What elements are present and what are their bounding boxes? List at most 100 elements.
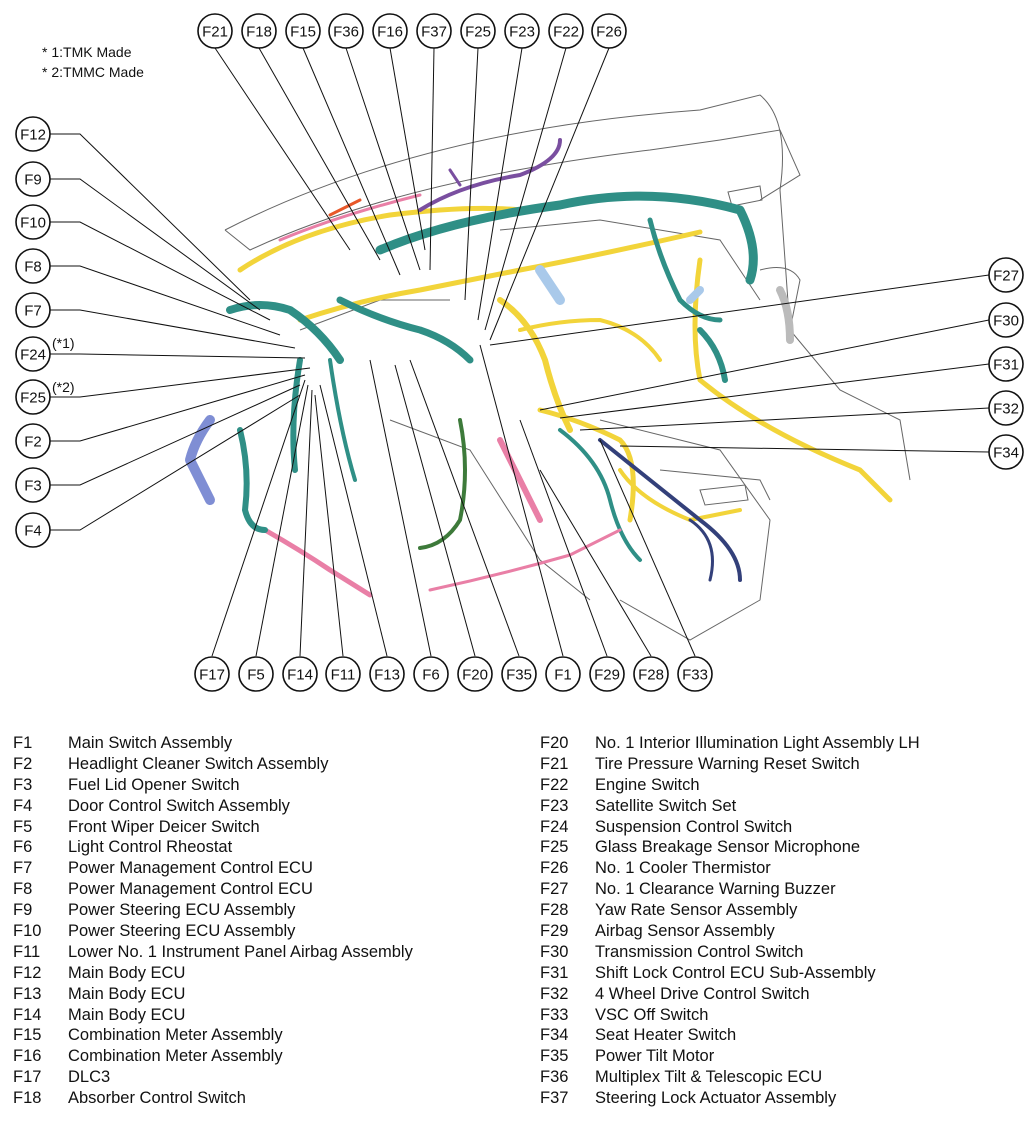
legend-code: F17 xyxy=(13,1068,42,1087)
legend-description: Power Steering ECU Assembly xyxy=(68,901,296,920)
callout-label: F27 xyxy=(993,268,1019,285)
callout-label: F23 xyxy=(509,24,535,41)
callout-label: F33 xyxy=(682,667,708,684)
callout-f20: F20 xyxy=(457,656,493,692)
legend-description: Headlight Cleaner Switch Assembly xyxy=(68,754,329,773)
callout-f36: F36 xyxy=(328,13,364,49)
legend-description: Shift Lock Control ECU Sub-Assembly xyxy=(595,963,876,982)
legend-code: F7 xyxy=(13,859,33,878)
callout-label: F25 xyxy=(465,24,491,41)
callout-f16: F16 xyxy=(372,13,408,49)
legend-description: Glass Breakage Sensor Microphone xyxy=(595,838,861,857)
legend-description: Main Body ECU xyxy=(68,984,186,1003)
callout-label: F10 xyxy=(20,215,46,232)
legend-code: F3 xyxy=(13,775,33,794)
legend-description: No. 1 Interior Illumination Light Assemb… xyxy=(595,734,920,752)
legend-code: F29 xyxy=(540,922,569,941)
callout-f18: F18 xyxy=(241,13,277,49)
callout-f14: F14 xyxy=(282,656,318,692)
callout-label: F5 xyxy=(247,667,265,684)
callout-label: F1 xyxy=(554,667,572,684)
callout-circle xyxy=(501,656,537,692)
callout-label: F4 xyxy=(24,523,42,540)
legend-code: F20 xyxy=(540,734,569,752)
legend-description: Tire Pressure Warning Reset Switch xyxy=(595,754,860,773)
legend-code: F8 xyxy=(13,880,33,899)
legend-description: Multiplex Tilt & Telescopic ECU xyxy=(595,1068,823,1087)
callout-label: F34 xyxy=(993,445,1019,462)
callout-label: F17 xyxy=(199,667,225,684)
wiring-harness-diagram: * 1:TMK Made * 2:TMMC Made xyxy=(15,13,1024,692)
callout-label: F8 xyxy=(24,259,42,276)
callout-f29: F29 xyxy=(589,656,625,692)
callout-circle xyxy=(241,13,277,49)
callout-circle xyxy=(591,13,627,49)
legend-description: Fuel Lid Opener Switch xyxy=(68,775,240,794)
callout-circle xyxy=(238,656,274,692)
callout-circle xyxy=(416,13,452,49)
callout-circle xyxy=(633,656,669,692)
callout-label: F32 xyxy=(993,401,1019,418)
note-tmk: * 1:TMK Made xyxy=(42,44,132,60)
callout-label: F25 xyxy=(20,390,46,407)
legend-description: Combination Meter Assembly xyxy=(68,1047,283,1066)
legend-description: Power Management Control ECU xyxy=(68,880,313,899)
callout-circle xyxy=(15,512,51,548)
legend-description: Suspension Control Switch xyxy=(595,817,793,836)
callout-circle xyxy=(988,434,1024,470)
callout-f8: F8 xyxy=(15,248,51,284)
callout-f5: F5 xyxy=(238,656,274,692)
legend-right: F20 No. 1 Interior Illumination Light Ass… xyxy=(540,733,1030,1109)
callout-f17: F17 xyxy=(194,656,230,692)
qualifier-f25: (*2) xyxy=(52,379,75,395)
callout-f28: F28 xyxy=(633,656,669,692)
legend-item: F36 Multiplex Tilt & Telescopic ECU xyxy=(540,1067,1030,1088)
legend-description: Door Control Switch Assembly xyxy=(68,796,290,815)
callout-f2: F2 xyxy=(15,423,51,459)
callout-circle xyxy=(372,13,408,49)
callout-circle xyxy=(548,13,584,49)
callout-label: F28 xyxy=(638,667,664,684)
legend-code: F30 xyxy=(540,942,569,961)
legend-description: Satellite Switch Set xyxy=(595,796,737,815)
callout-circle xyxy=(194,656,230,692)
callout-circle xyxy=(988,390,1024,426)
callout-circle xyxy=(504,13,540,49)
callout-f6: F6 xyxy=(413,656,449,692)
callout-circle xyxy=(15,248,51,284)
legend-description: Lower No. 1 Instrument Panel Airbag Asse… xyxy=(68,942,413,961)
legend-code: F1 xyxy=(13,734,33,752)
callout-f15: F15 xyxy=(285,13,321,49)
legend-code: F10 xyxy=(13,922,42,941)
legend-code: F12 xyxy=(13,963,42,982)
callout-f13: F13 xyxy=(369,656,405,692)
callout-f22: F22 xyxy=(548,13,584,49)
legend-code: F28 xyxy=(540,901,569,920)
callout-circle xyxy=(285,13,321,49)
note-tmmc: * 2:TMMC Made xyxy=(42,64,144,80)
legend-item: F11 Lower No. 1 Instrument Panel Airbag A… xyxy=(13,942,513,963)
callout-label: F13 xyxy=(374,667,400,684)
callout-f34: F34 xyxy=(988,434,1024,470)
legend-description: VSC Off Switch xyxy=(595,1005,709,1024)
legend-code: F27 xyxy=(540,880,569,899)
callout-label: F37 xyxy=(421,24,447,41)
legend-description: Main Switch Assembly xyxy=(68,734,233,752)
legend-code: F31 xyxy=(540,963,569,982)
legend-code: F11 xyxy=(13,942,41,961)
legend-code: F36 xyxy=(540,1068,569,1087)
